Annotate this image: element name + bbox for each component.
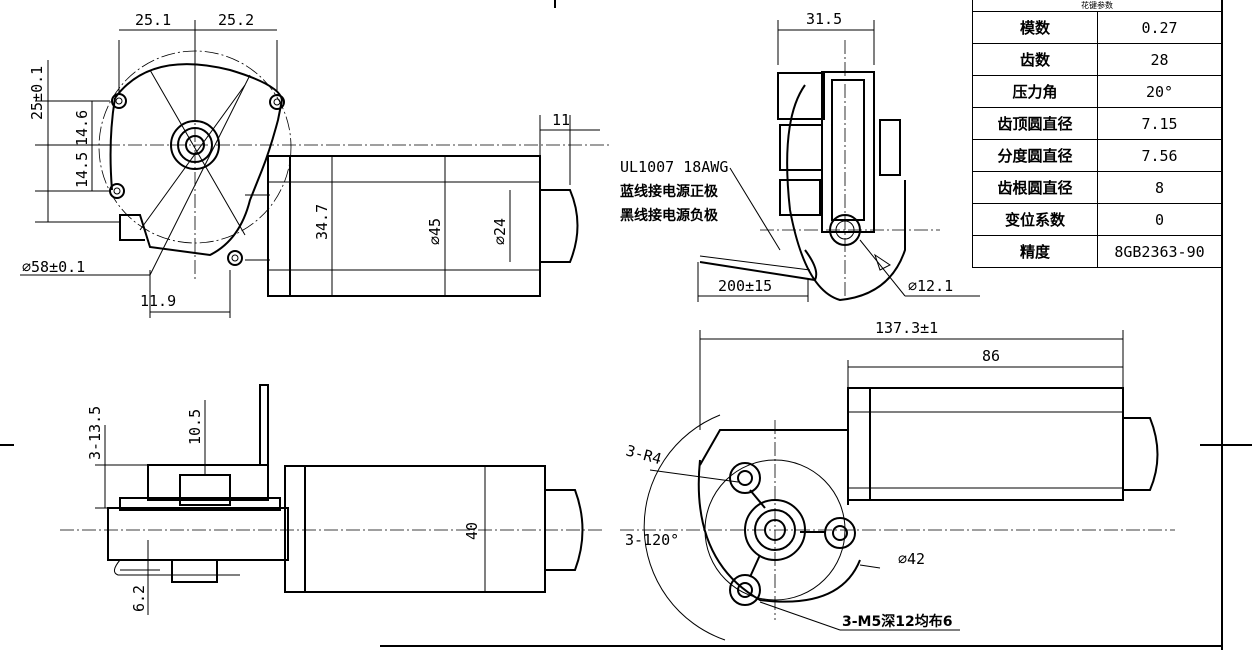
view-front-gearbox-and-motor — [20, 20, 610, 318]
view-front-mounting — [620, 330, 1175, 641]
dim-3-m5-holes: 3-M5深12均布6 — [842, 613, 952, 630]
dim-11-9: 11.9 — [140, 292, 176, 310]
row-label: 压力角 — [972, 75, 1098, 108]
wire-note: UL1007 18AWG 蓝线接电源正极 黑线接电源负极 — [620, 158, 728, 224]
dim-10-5: 10.5 — [186, 409, 204, 445]
row-value: 7.56 — [1097, 139, 1222, 172]
dim-34-7: 34.7 — [313, 204, 331, 240]
dim-diameter-45: ∅45 — [426, 218, 444, 245]
dim-diameter-24: ∅24 — [491, 218, 509, 245]
row-value: 0 — [1097, 203, 1222, 236]
row-value: 7.15 — [1097, 107, 1222, 140]
row-label: 精度 — [972, 235, 1098, 268]
dim-14-5: 14.5 — [73, 152, 91, 188]
dim-40: 40 — [463, 522, 481, 540]
wire-negative-note: 黑线接电源负极 — [620, 207, 719, 224]
wire-spec: UL1007 18AWG — [620, 158, 728, 176]
dimension-labels: 25.1 25.2 25±0.1 14.6 14.5 ∅58±0.1 11.9 … — [22, 10, 1000, 630]
dim-3-120-deg: 3-120° — [625, 531, 679, 549]
row-label: 齿数 — [972, 43, 1098, 76]
dim-3-13-5: 3-13.5 — [86, 406, 104, 460]
row-label: 分度圆直径 — [972, 139, 1098, 172]
dim-25-2: 25.2 — [218, 11, 254, 29]
row-label: 变位系数 — [972, 203, 1098, 236]
view-side-gearbox — [697, 20, 980, 302]
dim-diameter-58: ∅58±0.1 — [22, 258, 85, 276]
view-top-motor — [60, 384, 605, 615]
row-label: 齿顶圆直径 — [972, 107, 1098, 140]
dim-31-5: 31.5 — [806, 10, 842, 28]
table-header: 花键参数 — [972, 0, 1222, 12]
dim-86: 86 — [982, 347, 1000, 365]
row-label: 模数 — [972, 11, 1098, 44]
dim-137-3: 137.3±1 — [875, 319, 938, 337]
dim-25-1: 25.1 — [135, 11, 171, 29]
dim-3-r4: 3-R4 — [624, 441, 664, 468]
row-value: 8 — [1097, 171, 1222, 204]
dim-200: 200±15 — [718, 277, 772, 295]
dim-25-tol: 25±0.1 — [28, 66, 46, 120]
wire-positive-note: 蓝线接电源正极 — [620, 183, 719, 200]
dim-6-2: 6.2 — [130, 585, 148, 612]
dim-14-6: 14.6 — [73, 110, 91, 146]
row-label: 齿根圆直径 — [972, 171, 1098, 204]
row-value: 20° — [1097, 75, 1222, 108]
dim-diameter-12-1: ∅12.1 — [908, 277, 953, 295]
dim-11: 11 — [552, 111, 570, 129]
row-value: 28 — [1097, 43, 1222, 76]
dim-diameter-42: ∅42 — [898, 550, 925, 568]
row-value: 0.27 — [1097, 11, 1222, 44]
row-value: 8GB2363-90 — [1097, 235, 1222, 268]
